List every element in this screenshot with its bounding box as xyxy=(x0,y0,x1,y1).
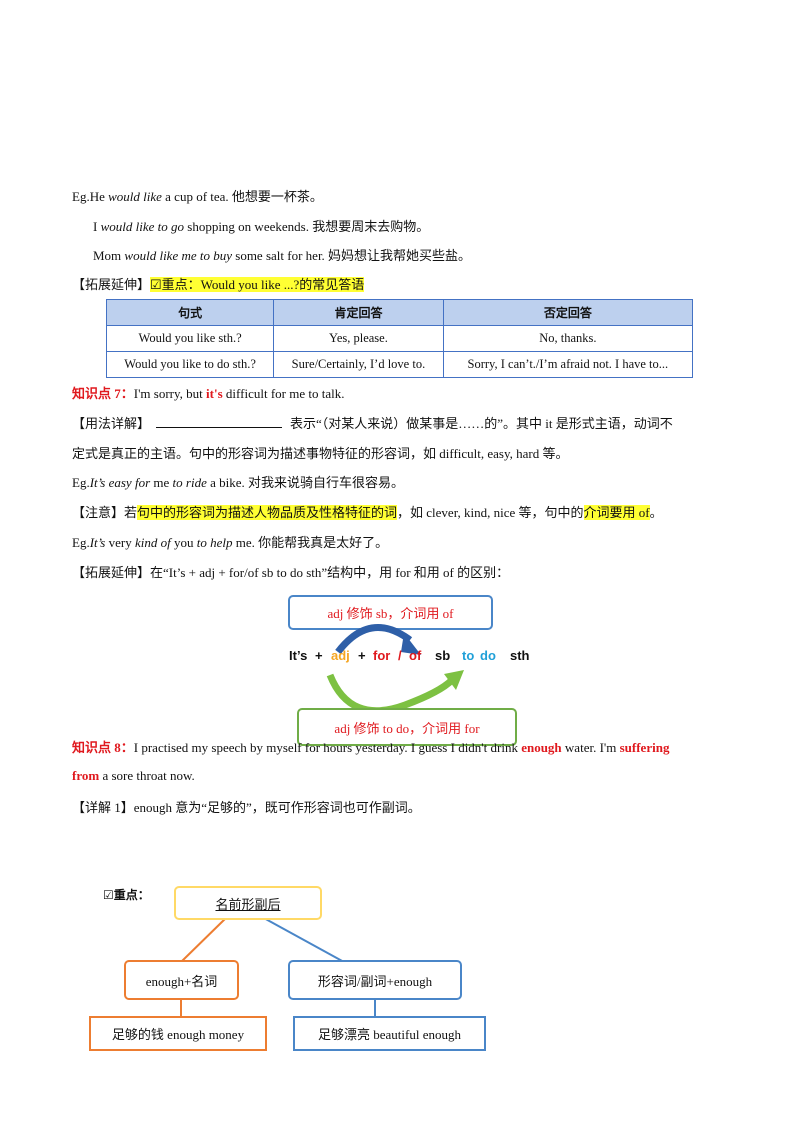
example-would-like-2: I would like to go shopping on weekends.… xyxy=(93,216,429,235)
example-would-like-1: Eg.He would like a cup of tea. 他想要一杯茶。 xyxy=(72,186,323,205)
formula-plus: + xyxy=(315,648,323,663)
note-text: ，如 clever, kind, nice 等，句中的 xyxy=(397,505,584,520)
fill-in-blank xyxy=(156,415,283,428)
point-keyword: it's xyxy=(206,386,223,401)
formula-for: for xyxy=(373,648,391,663)
usage-text: 表示“（对某人来说）做某事是……的”。其中 it 是形式主语，动词不 xyxy=(290,416,673,431)
example-its-kind: Eg.It’s very kind of you to help me. 你能帮… xyxy=(72,532,388,551)
example-its-easy: Eg.It’s easy for me to ride a bike. 对我来说… xyxy=(72,472,404,491)
green-arc-arrow xyxy=(326,673,455,715)
extension-heading-2: 【拓展延伸】在“It’s + adj + for/of sb to do sth… xyxy=(72,565,510,580)
example-italic: would like me to buy xyxy=(124,248,233,263)
table-cell: Would you like to do sth.? xyxy=(105,351,275,378)
table-cell: Yes, please. xyxy=(273,325,444,352)
point-label: 知识点 8： xyxy=(72,740,134,755)
formula-slash: / xyxy=(398,648,402,663)
adj-modifies-todo-box: adj 修饰 to do，介词用 for xyxy=(297,708,517,746)
table-header-row: 句式 肯定回答 否定回答 xyxy=(105,299,694,326)
point-text: a sore throat now. xyxy=(99,768,195,783)
usage-explanation-line2: 定式是真正的主语。句中的形容词为描述事物特征的形容词，如 difficult, … xyxy=(72,446,569,461)
connector-root-right xyxy=(261,916,345,963)
formula-plus: + xyxy=(358,648,366,663)
note-line: 【注意】若句中的形容词为描述人物品质及性格特征的词，如 clever, kind… xyxy=(72,502,663,521)
point-text: water. I'm xyxy=(561,740,620,755)
detail-1: 【详解 1】enough 意为“足够的”，既可作形容词也可作副词。 xyxy=(72,800,421,815)
table-header-cell: 肯定回答 xyxy=(273,299,444,326)
example-text: shopping on weekends. 我想要周末去购物。 xyxy=(184,219,430,234)
formula-do: do xyxy=(480,648,496,663)
key-point-label: ☑重点： xyxy=(103,888,150,902)
blue-arc-arrow xyxy=(335,624,413,655)
example-text: Mom xyxy=(93,248,125,263)
formula-sth: sth xyxy=(510,648,530,663)
table-header-cell: 句式 xyxy=(105,299,275,326)
example-text: me. 你能帮我真是太好了。 xyxy=(232,535,389,550)
adj-adv-enough-box: 形容词/副词+enough xyxy=(288,960,462,1000)
point-keyword: from xyxy=(72,768,100,783)
beautiful-enough-box: 足够漂亮 beautiful enough xyxy=(293,1016,486,1051)
example-italic: of xyxy=(160,535,171,550)
example-would-like-3: Mom would like me to buy some salt for h… xyxy=(93,245,471,264)
adj-modifies-sb-box: adj 修饰 sb，介词用 of xyxy=(288,595,493,630)
answers-table: 句式 肯定回答 否定回答 Would you like sth.? Yes, p… xyxy=(105,299,694,378)
knowledge-point-8-line1: 知识点 8：I practised my speech by myself fo… xyxy=(72,737,669,756)
point-keyword: suffering xyxy=(619,740,670,755)
example-italic: to ride xyxy=(172,475,207,490)
table-row: Would you like sth.? Yes, please. No, th… xyxy=(105,325,694,352)
example-text: Eg. xyxy=(72,475,90,490)
point-text: I practised my speech by myself for hour… xyxy=(133,740,522,755)
point-label: 知识点 7： xyxy=(72,386,134,401)
enough-noun-box: enough+名词 xyxy=(124,960,239,1000)
example-text: some salt for her. 妈妈想让我帮她买些盐。 xyxy=(232,248,472,263)
example-italic: would like to go xyxy=(100,219,185,234)
extension-highlight: ☑重点：Would you like ...?的常见答语 xyxy=(150,277,365,292)
point-text: difficult for me to talk. xyxy=(222,386,345,401)
connector-root-left xyxy=(180,916,228,963)
example-italic: It’s easy for xyxy=(89,475,151,490)
note-highlight: 句中的形容词为描述人物品质及性格特征的词 xyxy=(137,505,398,520)
formula-sb: sb xyxy=(435,648,451,663)
table-cell: No, thanks. xyxy=(442,325,694,352)
table-cell: Sure/Certainly, I’d love to. xyxy=(273,351,444,378)
example-text: very xyxy=(105,535,135,550)
blue-arrowhead xyxy=(401,633,421,655)
rule-root-box: 名前形副后 xyxy=(174,886,322,920)
example-italic: to help xyxy=(196,535,233,550)
formula-to: to xyxy=(462,648,475,663)
example-text: a cup of tea. 他想要一杯茶。 xyxy=(161,189,323,204)
green-arrowhead xyxy=(444,670,464,690)
formula-of: of xyxy=(409,648,422,663)
table-header-cell: 否定回答 xyxy=(442,299,694,326)
knowledge-point-7: 知识点 7：I'm sorry, but it's difficult for … xyxy=(72,383,344,402)
usage-explanation-line1: 【用法详解】 表示“（对某人来说）做某事是……的”。其中 it 是形式主语，动词不 xyxy=(72,413,673,432)
point-text: I'm sorry, but xyxy=(133,386,207,401)
table-row: Would you like to do sth.? Sure/Certainl… xyxy=(105,351,694,378)
formula-adj: adj xyxy=(331,648,350,663)
example-text: I xyxy=(93,219,101,234)
enough-money-box: 足够的钱 enough money xyxy=(89,1016,267,1051)
formula-its: It’s xyxy=(289,648,308,663)
note-highlight: 介词要用 of xyxy=(583,505,650,520)
example-text: a bike. 对我来说骑自行车很容易。 xyxy=(206,475,404,490)
knowledge-point-8-line2: from a sore throat now. xyxy=(72,768,195,784)
point-keyword: enough xyxy=(521,740,562,755)
usage-label: 【用法详解】 xyxy=(72,416,151,431)
example-text: Eg. xyxy=(72,535,90,550)
note-text: 。 xyxy=(649,505,663,520)
example-text: me xyxy=(150,475,173,490)
example-italic: kind xyxy=(134,535,158,550)
extension-label: 【拓展延伸】 xyxy=(72,277,151,292)
example-text: you xyxy=(170,535,197,550)
table-cell: Would you like sth.? xyxy=(105,325,275,352)
example-text: Eg.He xyxy=(72,189,109,204)
extension-heading-1: 【拓展延伸】☑重点：Would you like ...?的常见答语 xyxy=(72,274,365,293)
example-italic: would like xyxy=(108,189,162,204)
table-cell: Sorry, I can’t./I’m afraid not. I have t… xyxy=(442,351,694,378)
example-italic: It’s xyxy=(89,535,106,550)
note-label: 【注意】若 xyxy=(72,505,138,520)
